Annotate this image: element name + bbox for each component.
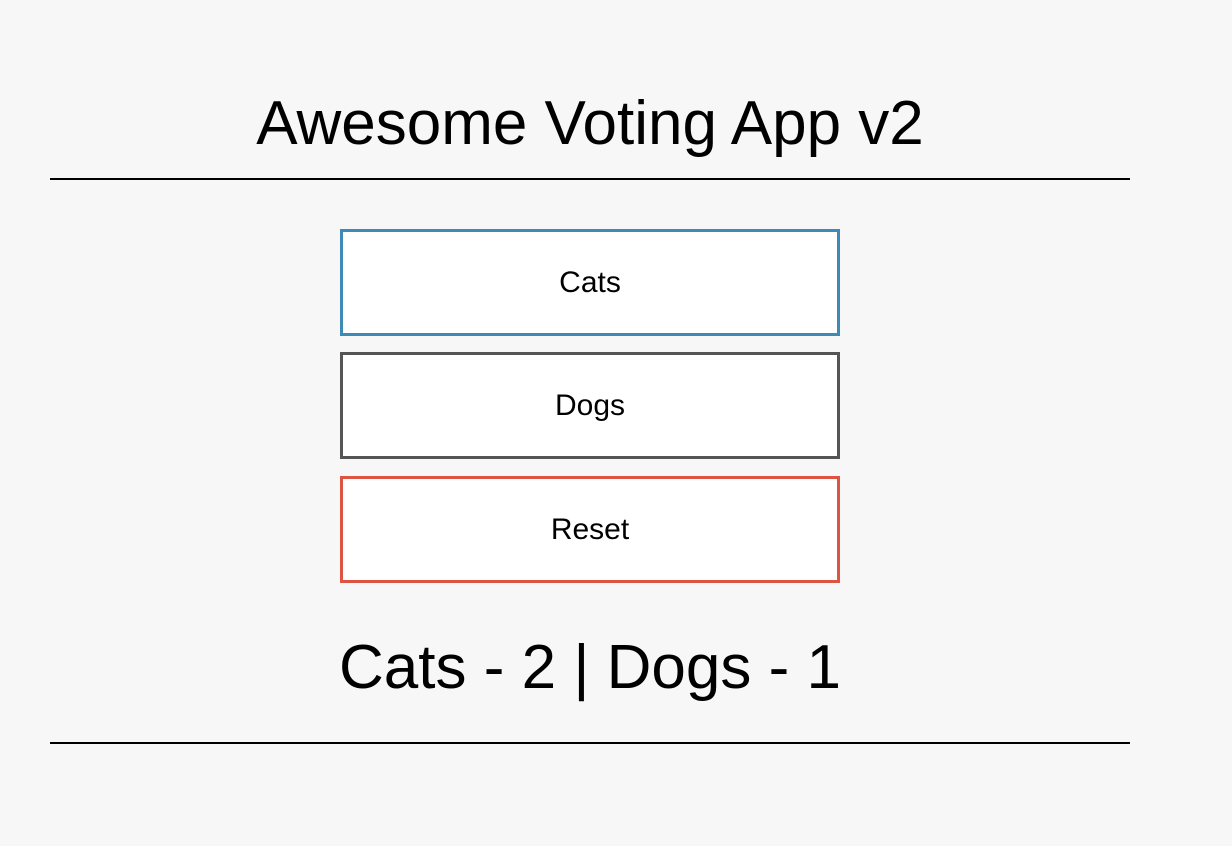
top-divider — [50, 178, 1130, 180]
app-title: Awesome Voting App v2 — [256, 89, 924, 158]
reset-button[interactable]: Reset — [340, 476, 840, 583]
bottom-divider — [50, 742, 1130, 744]
vote-cats-button[interactable]: Cats — [340, 229, 840, 336]
vote-dogs-button[interactable]: Dogs — [340, 352, 840, 459]
vote-results: Cats - 2 | Dogs - 1 — [339, 633, 841, 702]
